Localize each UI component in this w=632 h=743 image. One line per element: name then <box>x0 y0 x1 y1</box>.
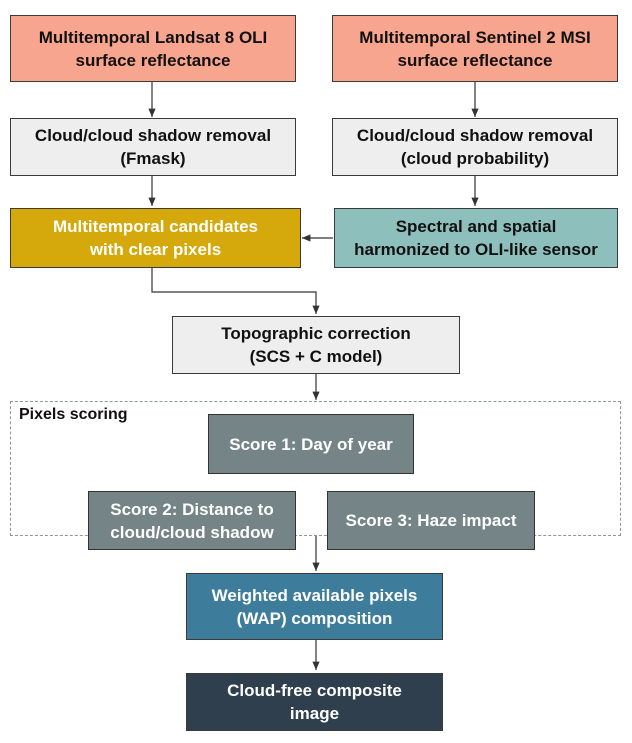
topographic-correction-label: Topographic correction (SCS + C model) <box>221 324 411 366</box>
topographic-correction-node: Topographic correction (SCS + C model) <box>172 316 460 374</box>
score1-label: Score 1: Day of year <box>229 434 393 454</box>
score3-label: Score 3: Haze impact <box>345 511 517 530</box>
cloud-probability-node: Cloud/cloud shadow removal (cloud probab… <box>332 118 618 176</box>
score1-node: Score 1: Day of year <box>208 414 414 474</box>
landsat-input-node: Multitemporal Landsat 8 OLI surface refl… <box>10 15 296 82</box>
sentinel-input-node: Multitemporal Sentinel 2 MSI surface ref… <box>332 15 618 82</box>
arrow-candidates-to-topographic <box>151 268 320 314</box>
harmonized-label: Spectral and spatial harmonized to OLI-l… <box>354 217 598 259</box>
fmask-node: Cloud/cloud shadow removal (Fmask) <box>10 118 296 176</box>
wap-node: Weighted available pixels (WAP) composit… <box>186 573 443 640</box>
output-node: Cloud-free composite image <box>186 673 443 731</box>
wap-label: Weighted available pixels (WAP) composit… <box>211 585 418 628</box>
score3-node: Score 3: Haze impact <box>327 491 535 550</box>
output-label: Cloud-free composite image <box>227 681 402 723</box>
pixels-scoring-group <box>10 401 621 536</box>
landsat-input-label: Multitemporal Landsat 8 OLI surface refl… <box>38 27 268 70</box>
candidates-node: Multitemporal candidates with clear pixe… <box>10 208 301 268</box>
candidates-label: Multitemporal candidates with clear pixe… <box>53 217 258 259</box>
score2-label: Score 2: Distance to cloud/cloud shadow <box>110 499 274 542</box>
fmask-label: Cloud/cloud shadow removal (Fmask) <box>34 126 272 168</box>
pixels-scoring-label: Pixels scoring <box>19 406 128 423</box>
score2-node: Score 2: Distance to cloud/cloud shadow <box>88 491 296 550</box>
cloud-probability-label: Cloud/cloud shadow removal (cloud probab… <box>356 126 594 168</box>
sentinel-input-label: Multitemporal Sentinel 2 MSI surface ref… <box>359 27 591 70</box>
harmonized-node: Spectral and spatial harmonized to OLI-l… <box>334 208 618 268</box>
